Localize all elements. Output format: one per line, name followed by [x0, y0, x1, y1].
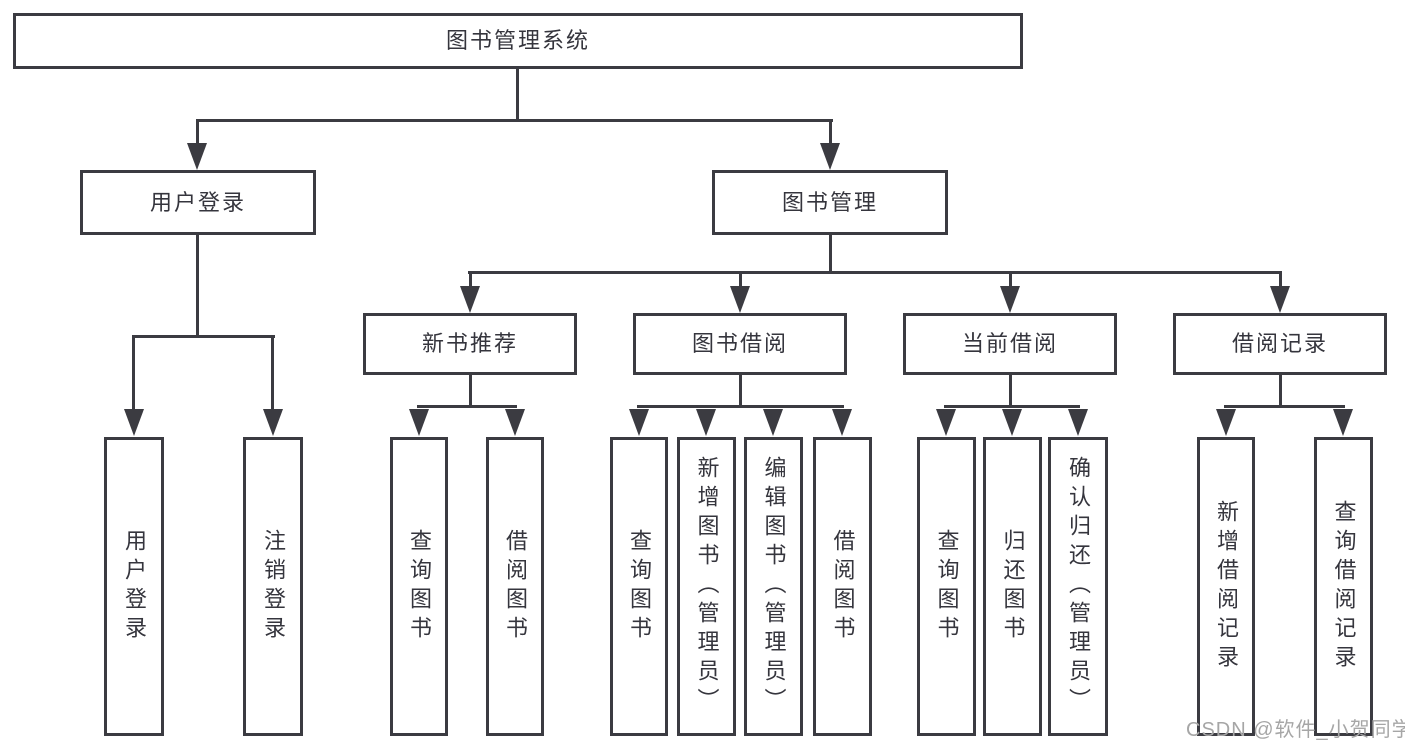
arrow-down-icon	[505, 409, 525, 436]
arrow-down-icon	[1002, 409, 1022, 436]
arrow-down-icon	[763, 409, 783, 436]
arrow-down-icon	[730, 286, 750, 313]
arrow-down-icon	[1270, 286, 1290, 313]
node-user-login: 用户登录	[80, 170, 316, 235]
connector-to-login-leaf	[132, 335, 135, 411]
connector-borrow-records-horizontal	[1224, 405, 1345, 408]
leaf-user-login: 用户登录	[104, 437, 164, 736]
node-book-management: 图书管理	[712, 170, 948, 235]
arrow-down-icon	[832, 409, 852, 436]
arrow-down-icon	[936, 409, 956, 436]
leaf-query-books-new: 查询图书	[390, 437, 448, 736]
leaf-query-borrow-record: 查询借阅记录	[1314, 437, 1373, 736]
leaf-query-books-current: 查询图书	[917, 437, 976, 736]
connector-to-borrow-records	[1279, 271, 1282, 287]
connector-new-books-trunk	[469, 375, 472, 407]
connector-book-mgmt-horizontal	[468, 271, 1282, 274]
csdn-watermark: CSDN @软件_小贺同学	[1186, 719, 1405, 741]
arrow-down-icon	[696, 409, 716, 436]
connector-user-login-horizontal	[132, 335, 275, 338]
connector-root-horizontal	[196, 119, 833, 122]
arrow-down-icon	[1333, 409, 1353, 436]
connector-current-borrow-trunk	[1009, 375, 1012, 407]
node-book-borrowing: 图书借阅	[633, 313, 847, 375]
leaf-confirm-return-admin: 确认归还（管理员）	[1048, 437, 1108, 736]
node-root-book-management-system: 图书管理系统	[13, 13, 1023, 69]
connector-to-logout-leaf	[271, 335, 274, 411]
arrow-down-icon	[124, 409, 144, 436]
node-current-borrowing: 当前借阅	[903, 313, 1117, 375]
connector-to-current-borrow	[1009, 271, 1012, 287]
arrow-down-icon	[1216, 409, 1236, 436]
leaf-edit-books-admin: 编辑图书（管理员）	[744, 437, 803, 736]
connector-book-borrow-horizontal	[637, 405, 844, 408]
connector-borrow-records-trunk	[1279, 375, 1282, 407]
arrow-down-icon	[263, 409, 283, 436]
connector-book-mgmt-trunk	[829, 235, 832, 273]
connector-user-login-trunk	[196, 235, 199, 338]
leaf-return-books: 归还图书	[983, 437, 1042, 736]
connector-new-books-horizontal	[417, 405, 517, 408]
arrow-down-icon	[820, 143, 840, 170]
connector-root-to-user-login	[196, 119, 199, 147]
arrow-down-icon	[409, 409, 429, 436]
connector-to-book-borrow	[739, 271, 742, 287]
arrow-down-icon	[460, 286, 480, 313]
leaf-logout: 注销登录	[243, 437, 303, 736]
node-new-book-recommendation: 新书推荐	[363, 313, 577, 375]
arrow-down-icon	[1000, 286, 1020, 313]
connector-book-borrow-trunk	[739, 375, 742, 407]
leaf-borrow-books: 借阅图书	[813, 437, 872, 736]
arrow-down-icon	[187, 143, 207, 170]
leaf-add-books-admin: 新增图书（管理员）	[677, 437, 736, 736]
leaf-add-borrow-record: 新增借阅记录	[1197, 437, 1255, 736]
connector-root-to-book-mgmt	[829, 119, 832, 147]
arrow-down-icon	[1068, 409, 1088, 436]
leaf-borrow-books-new: 借阅图书	[486, 437, 544, 736]
node-borrowing-records: 借阅记录	[1173, 313, 1387, 375]
connector-to-new-books	[469, 271, 472, 287]
connector-root-trunk	[516, 69, 519, 121]
arrow-down-icon	[629, 409, 649, 436]
connector-current-borrow-horizontal	[944, 405, 1080, 408]
leaf-query-books-borrow: 查询图书	[610, 437, 668, 736]
